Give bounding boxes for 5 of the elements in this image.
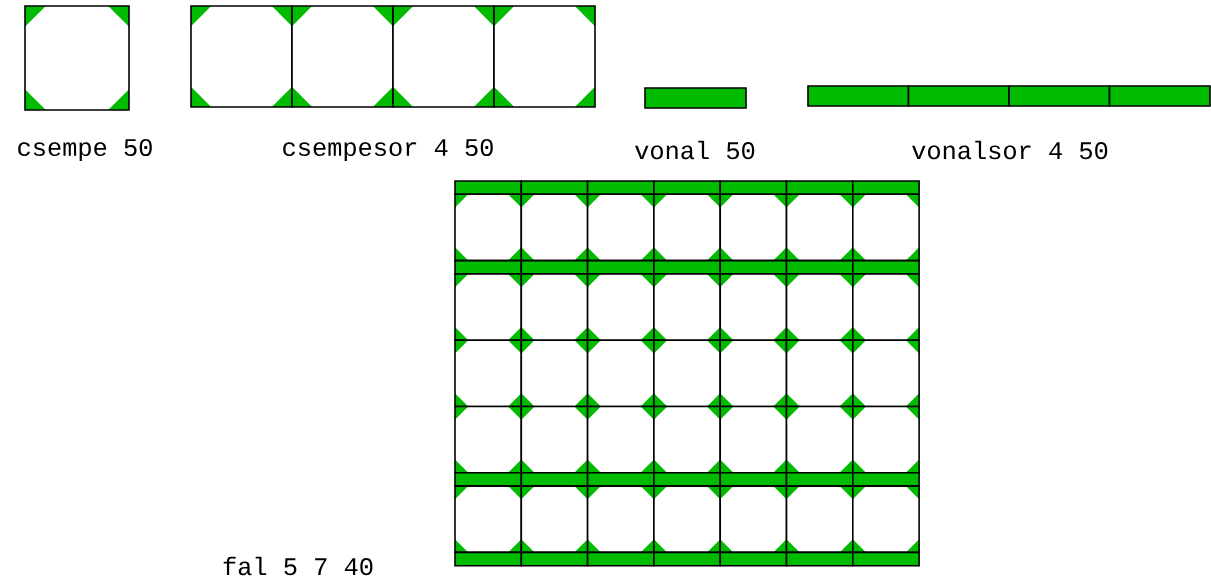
caption-text: fal 5 7 40 bbox=[223, 556, 373, 576]
caption-text: vonalsor 4 50 bbox=[912, 140, 1108, 160]
caption-text: vonal 50 bbox=[635, 140, 755, 160]
caption-text: csempe 50 bbox=[18, 138, 152, 162]
caption-text: csempesor 4 50 bbox=[283, 138, 493, 162]
